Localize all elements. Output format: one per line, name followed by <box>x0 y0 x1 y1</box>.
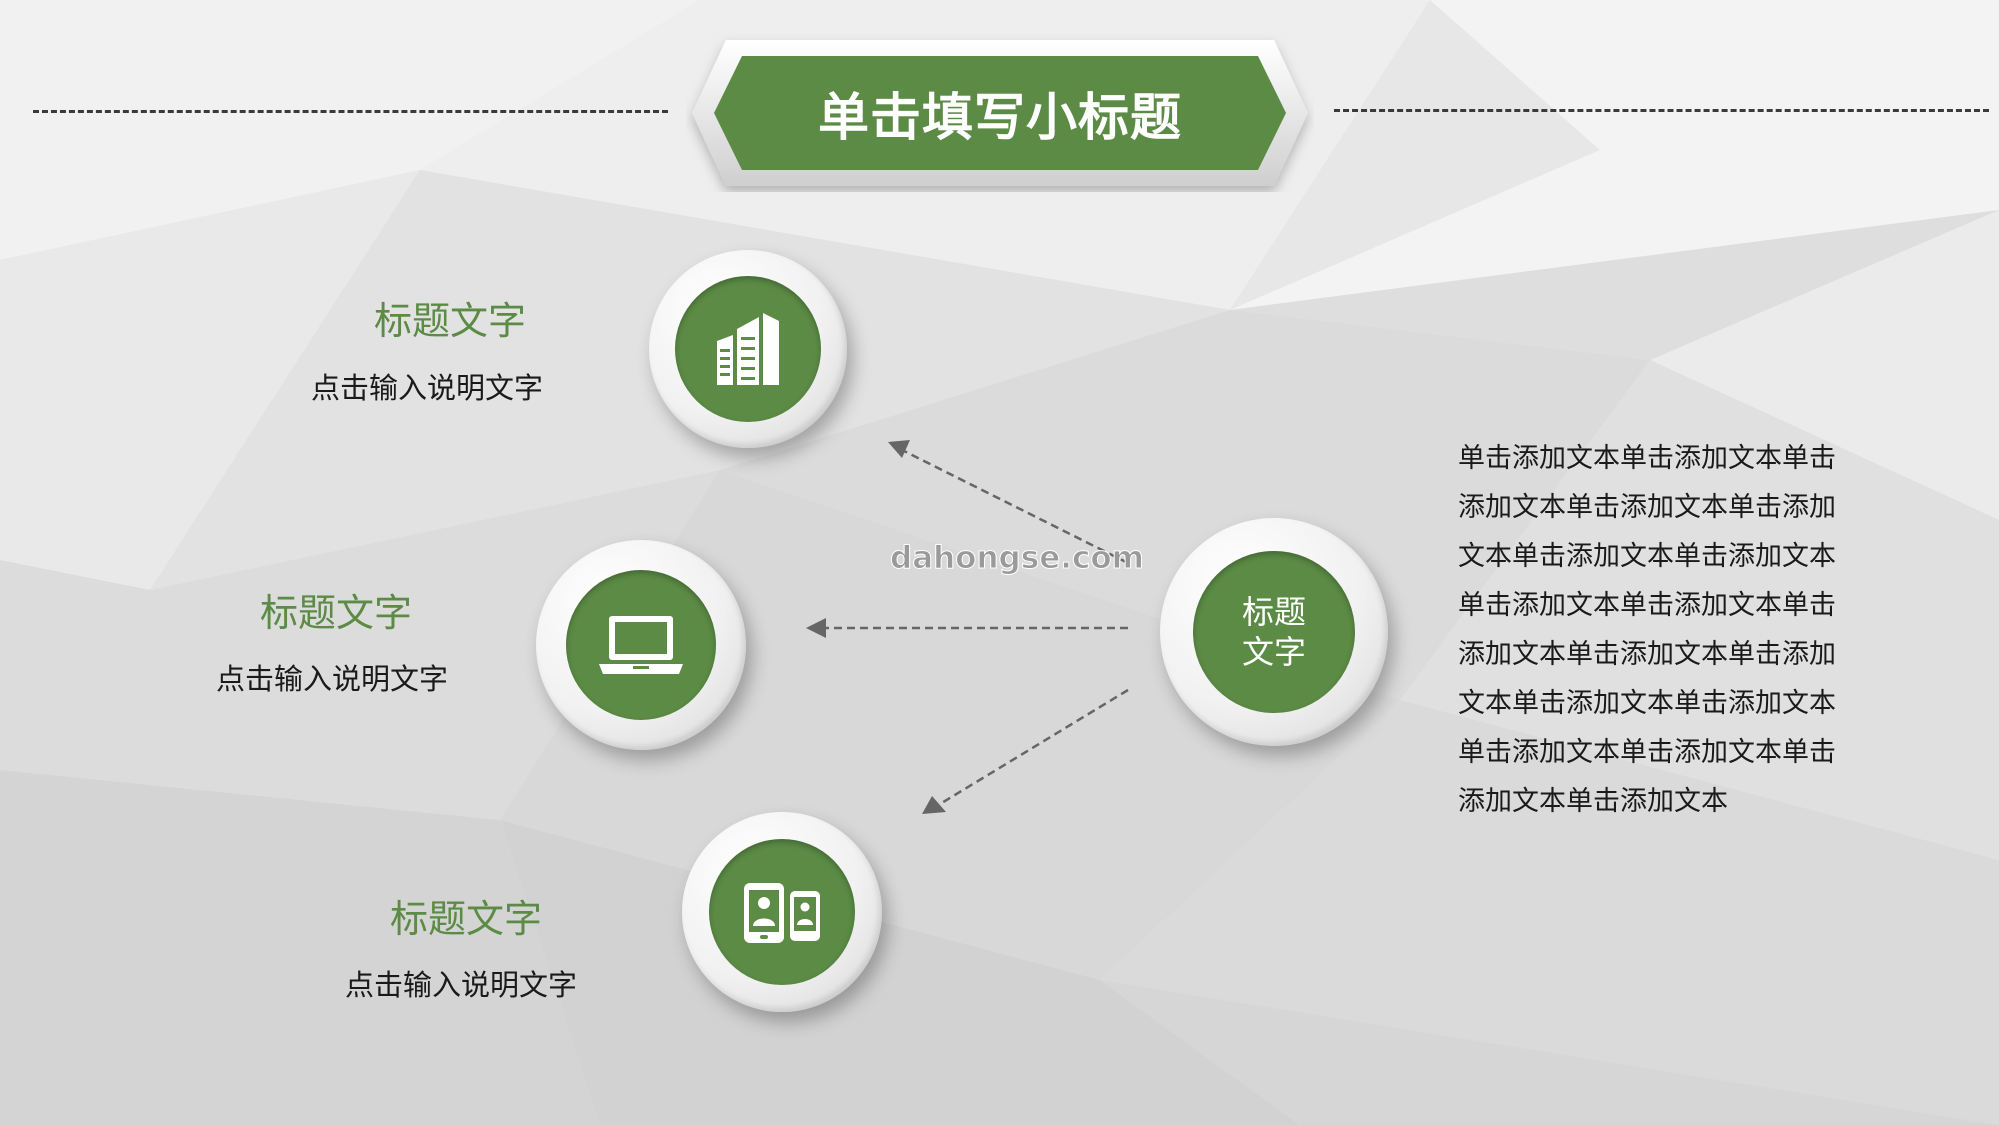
body-text-block: 单击添加文本单击添加文本单击 添加文本单击添加文本单击添加 文本单击添加文本单击… <box>1458 434 1858 826</box>
item-2-circle <box>536 540 746 750</box>
laptop-icon <box>599 616 683 674</box>
body-text-line: 单击添加文本单击添加文本单击 <box>1458 590 1836 621</box>
body-text-line: 单击添加文本单击添加文本单击 <box>1458 443 1836 474</box>
body-text-line: 添加文本单击添加文本单击添加 <box>1458 492 1836 523</box>
body-text-line: 添加文本单击添加文本 <box>1458 786 1728 817</box>
item-3-circle <box>682 812 882 1012</box>
body-text-line: 单击添加文本单击添加文本单击 <box>1458 737 1836 768</box>
center-label: 标题 文字 <box>1242 592 1306 672</box>
center-label-line-2: 文字 <box>1241 633 1306 671</box>
building-icon <box>717 313 779 385</box>
item-2-title: 标题文字 <box>260 591 413 635</box>
body-text-line: 文本单击添加文本单击添加文本 <box>1458 688 1836 719</box>
header-banner <box>692 40 1308 186</box>
header-title: 单击填写小标题 <box>817 89 1182 148</box>
mobile-contacts-icon <box>744 883 820 943</box>
item-1-description: 点击输入说明文字 <box>311 371 544 405</box>
item-1-circle <box>649 250 847 448</box>
item-2-description: 点击输入说明文字 <box>216 662 449 696</box>
body-text-line: 添加文本单击添加文本单击添加 <box>1458 639 1836 670</box>
item-3-description: 点击输入说明文字 <box>345 968 578 1002</box>
body-text-line: 文本单击添加文本单击添加文本 <box>1458 541 1836 572</box>
item-1-title: 标题文字 <box>374 299 527 343</box>
header-dashed-line-left <box>33 110 668 113</box>
item-3-title: 标题文字 <box>390 897 543 941</box>
center-label-line-1: 标题 <box>1241 593 1306 631</box>
watermark-text: dahongse.com <box>890 540 1145 577</box>
header-dashed-line-right <box>1334 109 1989 112</box>
center-circle: 标题 文字 <box>1160 518 1388 746</box>
